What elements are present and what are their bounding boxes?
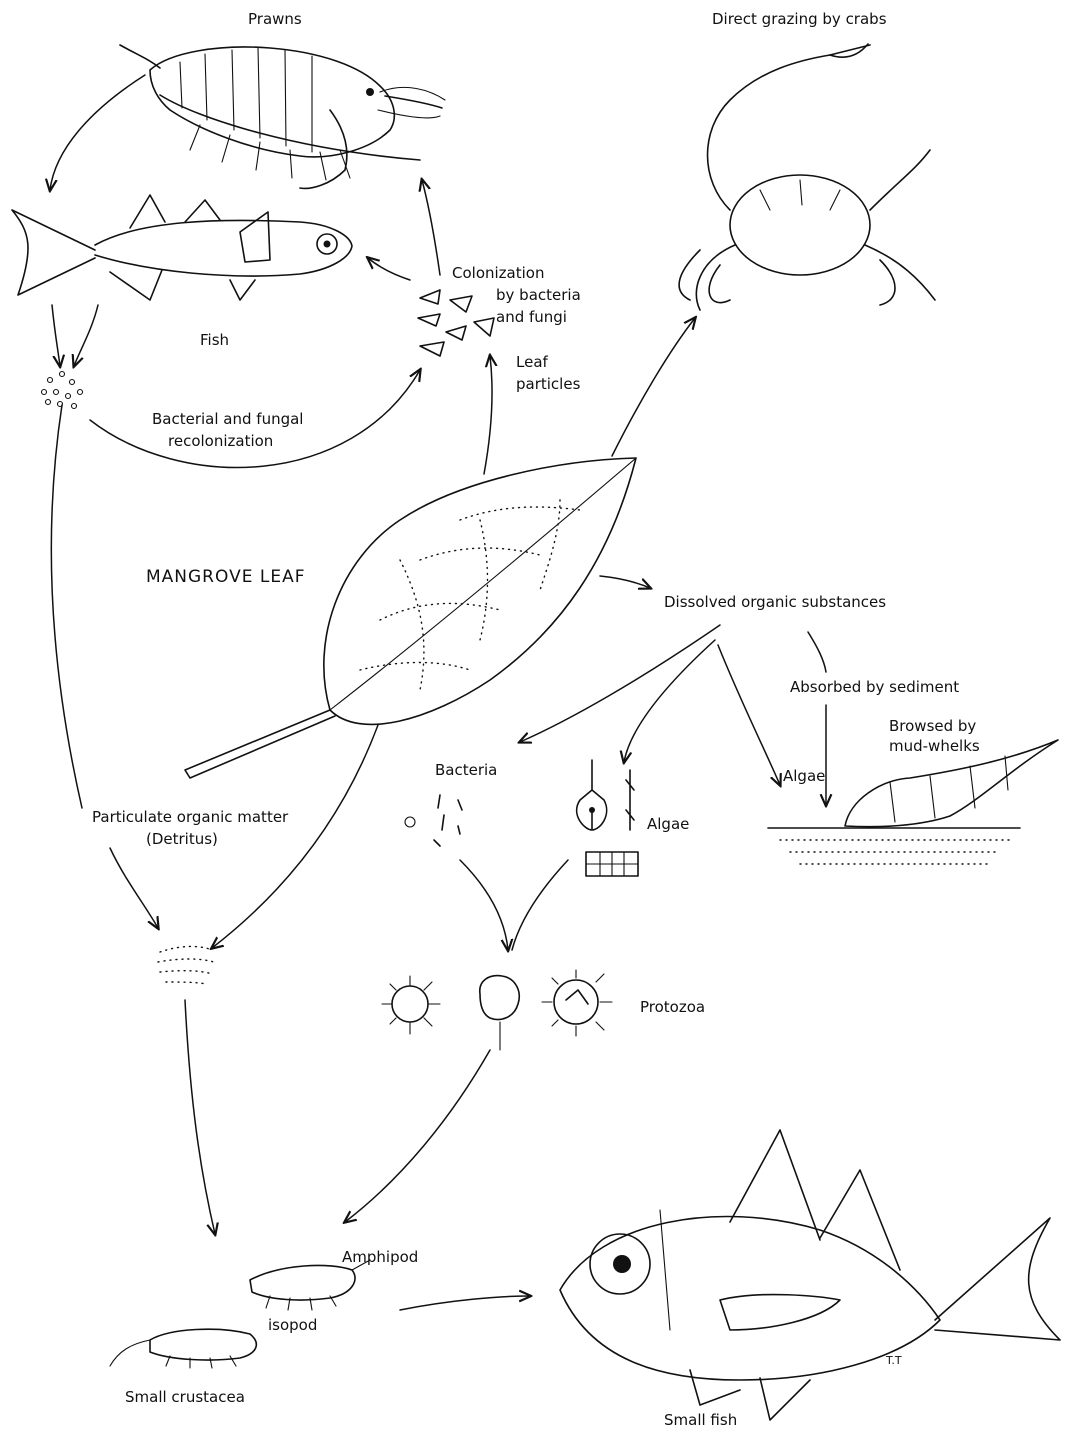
- label-colonization-1: Colonization: [452, 264, 544, 282]
- arrow-protozoa-to-crustacea: [345, 1050, 490, 1222]
- label-dissolved: Dissolved organic substances: [664, 593, 886, 611]
- arrow-detritus-to-crustacea: [185, 1000, 215, 1234]
- arrow-particles-to-fish: [368, 258, 410, 280]
- line-dissolved-to-absorbed: [808, 632, 826, 672]
- label-recolonization-1: Bacterial and fungal: [152, 410, 303, 428]
- flow-arrows: [50, 75, 826, 1310]
- arrow-prawns-to-fish: [50, 75, 145, 190]
- label-absorbed: Absorbed by sediment: [790, 678, 959, 696]
- bacteria-illustration: [405, 795, 462, 846]
- arrow-dissolved-to-sediment-algae: [718, 645, 780, 785]
- fish-illustration: [12, 195, 352, 300]
- label-amphipod: Amphipod: [342, 1248, 418, 1266]
- label-bacteria: Bacteria: [435, 761, 497, 779]
- mangrove-leaf-illustration: [185, 458, 636, 778]
- label-algae-sediment: Algae: [783, 767, 825, 785]
- line-algae-to-protozoa: [512, 860, 568, 950]
- arrow-particles-to-prawns: [422, 180, 440, 275]
- label-browsed-1: Browsed by: [889, 717, 976, 735]
- label-protozoa: Protozoa: [640, 998, 705, 1016]
- label-small-fish: Small fish: [664, 1411, 737, 1429]
- algae-illustration: [577, 760, 638, 876]
- detritus-particles-top: [42, 372, 83, 409]
- label-isopod: isopod: [268, 1316, 317, 1334]
- small-fish-illustration: [560, 1130, 1060, 1420]
- arrow-fish-to-particles-1: [52, 305, 60, 366]
- label-leaf-particles-2: particles: [516, 375, 581, 393]
- crustacea-illustration: [110, 1260, 370, 1368]
- arrow-leaf-to-particles: [484, 356, 492, 474]
- label-pom-2: (Detritus): [146, 830, 218, 848]
- label-mangrove-leaf: MANGROVE LEAF: [146, 567, 305, 587]
- sediment-whelk-illustration: [768, 740, 1058, 864]
- arrow-leaf-to-dissolved: [600, 576, 650, 588]
- leaf-particles-illustration: [418, 290, 494, 356]
- protozoa-illustration: [382, 970, 612, 1050]
- label-crabs: Direct grazing by crabs: [712, 10, 887, 28]
- arrow-bacteria-to-protozoa: [460, 860, 508, 950]
- label-leaf-particles-1: Leaf: [516, 353, 549, 371]
- arrow-dissolved-to-bacteria: [520, 625, 720, 742]
- label-small-crustacea: Small crustacea: [125, 1388, 245, 1406]
- arrow-fish-to-particles-2: [74, 305, 98, 366]
- label-colonization-3: and fungi: [496, 308, 567, 326]
- label-pom-1: Particulate organic matter: [92, 808, 289, 826]
- arrow-leaf-to-crabs: [612, 318, 695, 456]
- label-algae: Algae: [647, 815, 689, 833]
- detritus-particles-bottom: [158, 946, 214, 984]
- arrow-crustacea-to-small-fish: [400, 1296, 530, 1310]
- crab-illustration: [679, 44, 935, 310]
- label-fish: Fish: [200, 331, 229, 349]
- label-recolonization-2: recolonization: [168, 432, 273, 450]
- line-particles-to-pom: [51, 405, 82, 808]
- label-artist-initials: T.T: [885, 1354, 902, 1367]
- label-browsed-2: mud-whelks: [889, 737, 980, 755]
- prawns-illustration: [120, 45, 445, 188]
- arrow-pom-to-detritus: [110, 848, 158, 928]
- label-colonization-2: by bacteria: [496, 286, 581, 304]
- label-prawns: Prawns: [248, 10, 302, 28]
